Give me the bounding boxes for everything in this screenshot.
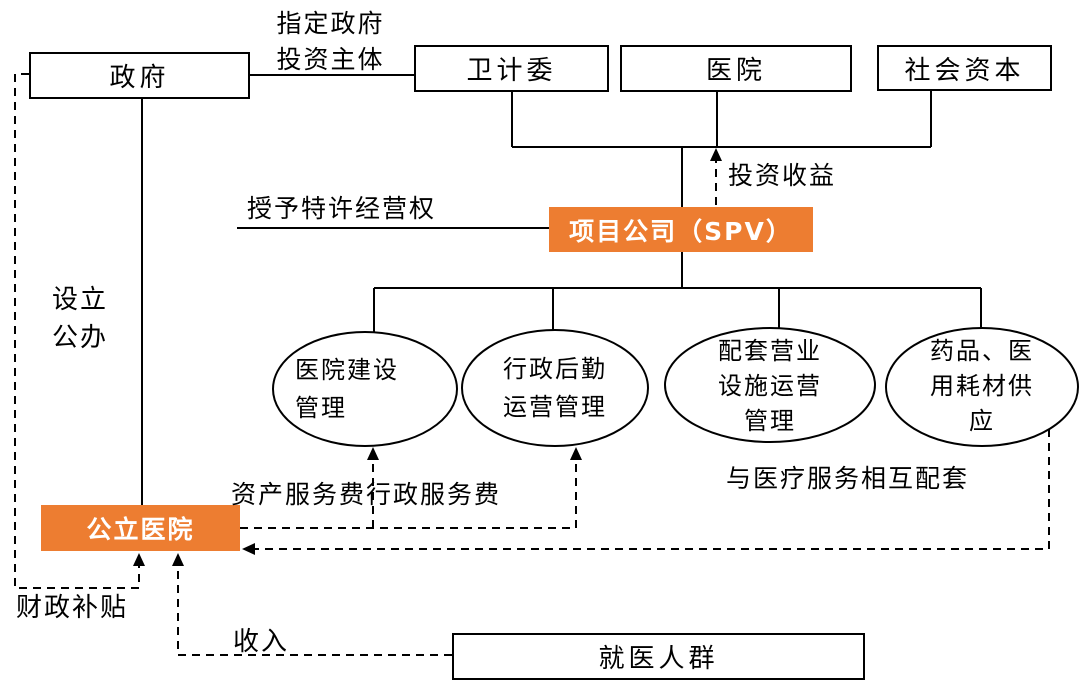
node-social-capital: 社会资本 — [877, 45, 1052, 91]
dash-supply-to-public-hospital — [253, 429, 1050, 550]
ellipse-supporting-facilities — [664, 327, 876, 443]
node-spv: 项目公司（SPV） — [549, 207, 813, 252]
label-fiscal-subsidy: 财政补贴 — [16, 593, 129, 623]
arrow-up-into-ellipse2 — [570, 447, 582, 460]
ellipse-label-supporting-facilities: 配套营业 设施运营 管理 — [718, 337, 822, 435]
label-establish-public: 设立 公办 — [52, 285, 109, 353]
label-income: 收入 — [233, 627, 290, 657]
arrow-up-into-ellipse1 — [367, 447, 379, 460]
ellipse-label-admin-logistics: 行政后勤 运营管理 — [503, 355, 607, 421]
node-hospital: 医院 — [620, 45, 852, 92]
ellipse-label-hospital-construction: 医院建设 管理 — [295, 356, 399, 422]
label-service-fees: 资产服务费行政服务费 — [231, 480, 502, 509]
function-ellipses — [272, 327, 1079, 447]
arrow-up-investment-return — [710, 148, 722, 161]
label-grant-franchise: 授予特许经营权 — [247, 194, 437, 223]
ellipse-hospital-construction — [272, 331, 458, 447]
arrowheads — [133, 148, 722, 566]
label-investment-return: 投资收益 — [728, 161, 837, 190]
node-government: 政府 — [29, 52, 250, 99]
dash-fiscal-subsidy — [14, 73, 140, 589]
solid-lines — [141, 74, 982, 505]
node-patients: 就医人群 — [452, 633, 865, 680]
label-mutual-support: 与医疗服务相互配套 — [726, 464, 970, 493]
ellipse-admin-logistics — [461, 329, 649, 447]
dash-income-from-patients — [177, 565, 452, 656]
ellipse-drug-supply — [885, 327, 1079, 447]
label-designate-government-investor: 指定政府 投资主体 — [276, 9, 385, 74]
arrow-left-into-public-hospital — [242, 543, 255, 555]
dashed-lines — [14, 73, 1050, 656]
arrow-up-income — [172, 553, 184, 566]
node-health-commission: 卫计委 — [414, 45, 609, 92]
ellipse-label-drug-supply: 药品、医 用耗材供 应 — [930, 337, 1034, 435]
arrow-up-fiscal-subsidy — [133, 553, 145, 566]
node-public-hospital: 公立医院 — [41, 505, 240, 551]
